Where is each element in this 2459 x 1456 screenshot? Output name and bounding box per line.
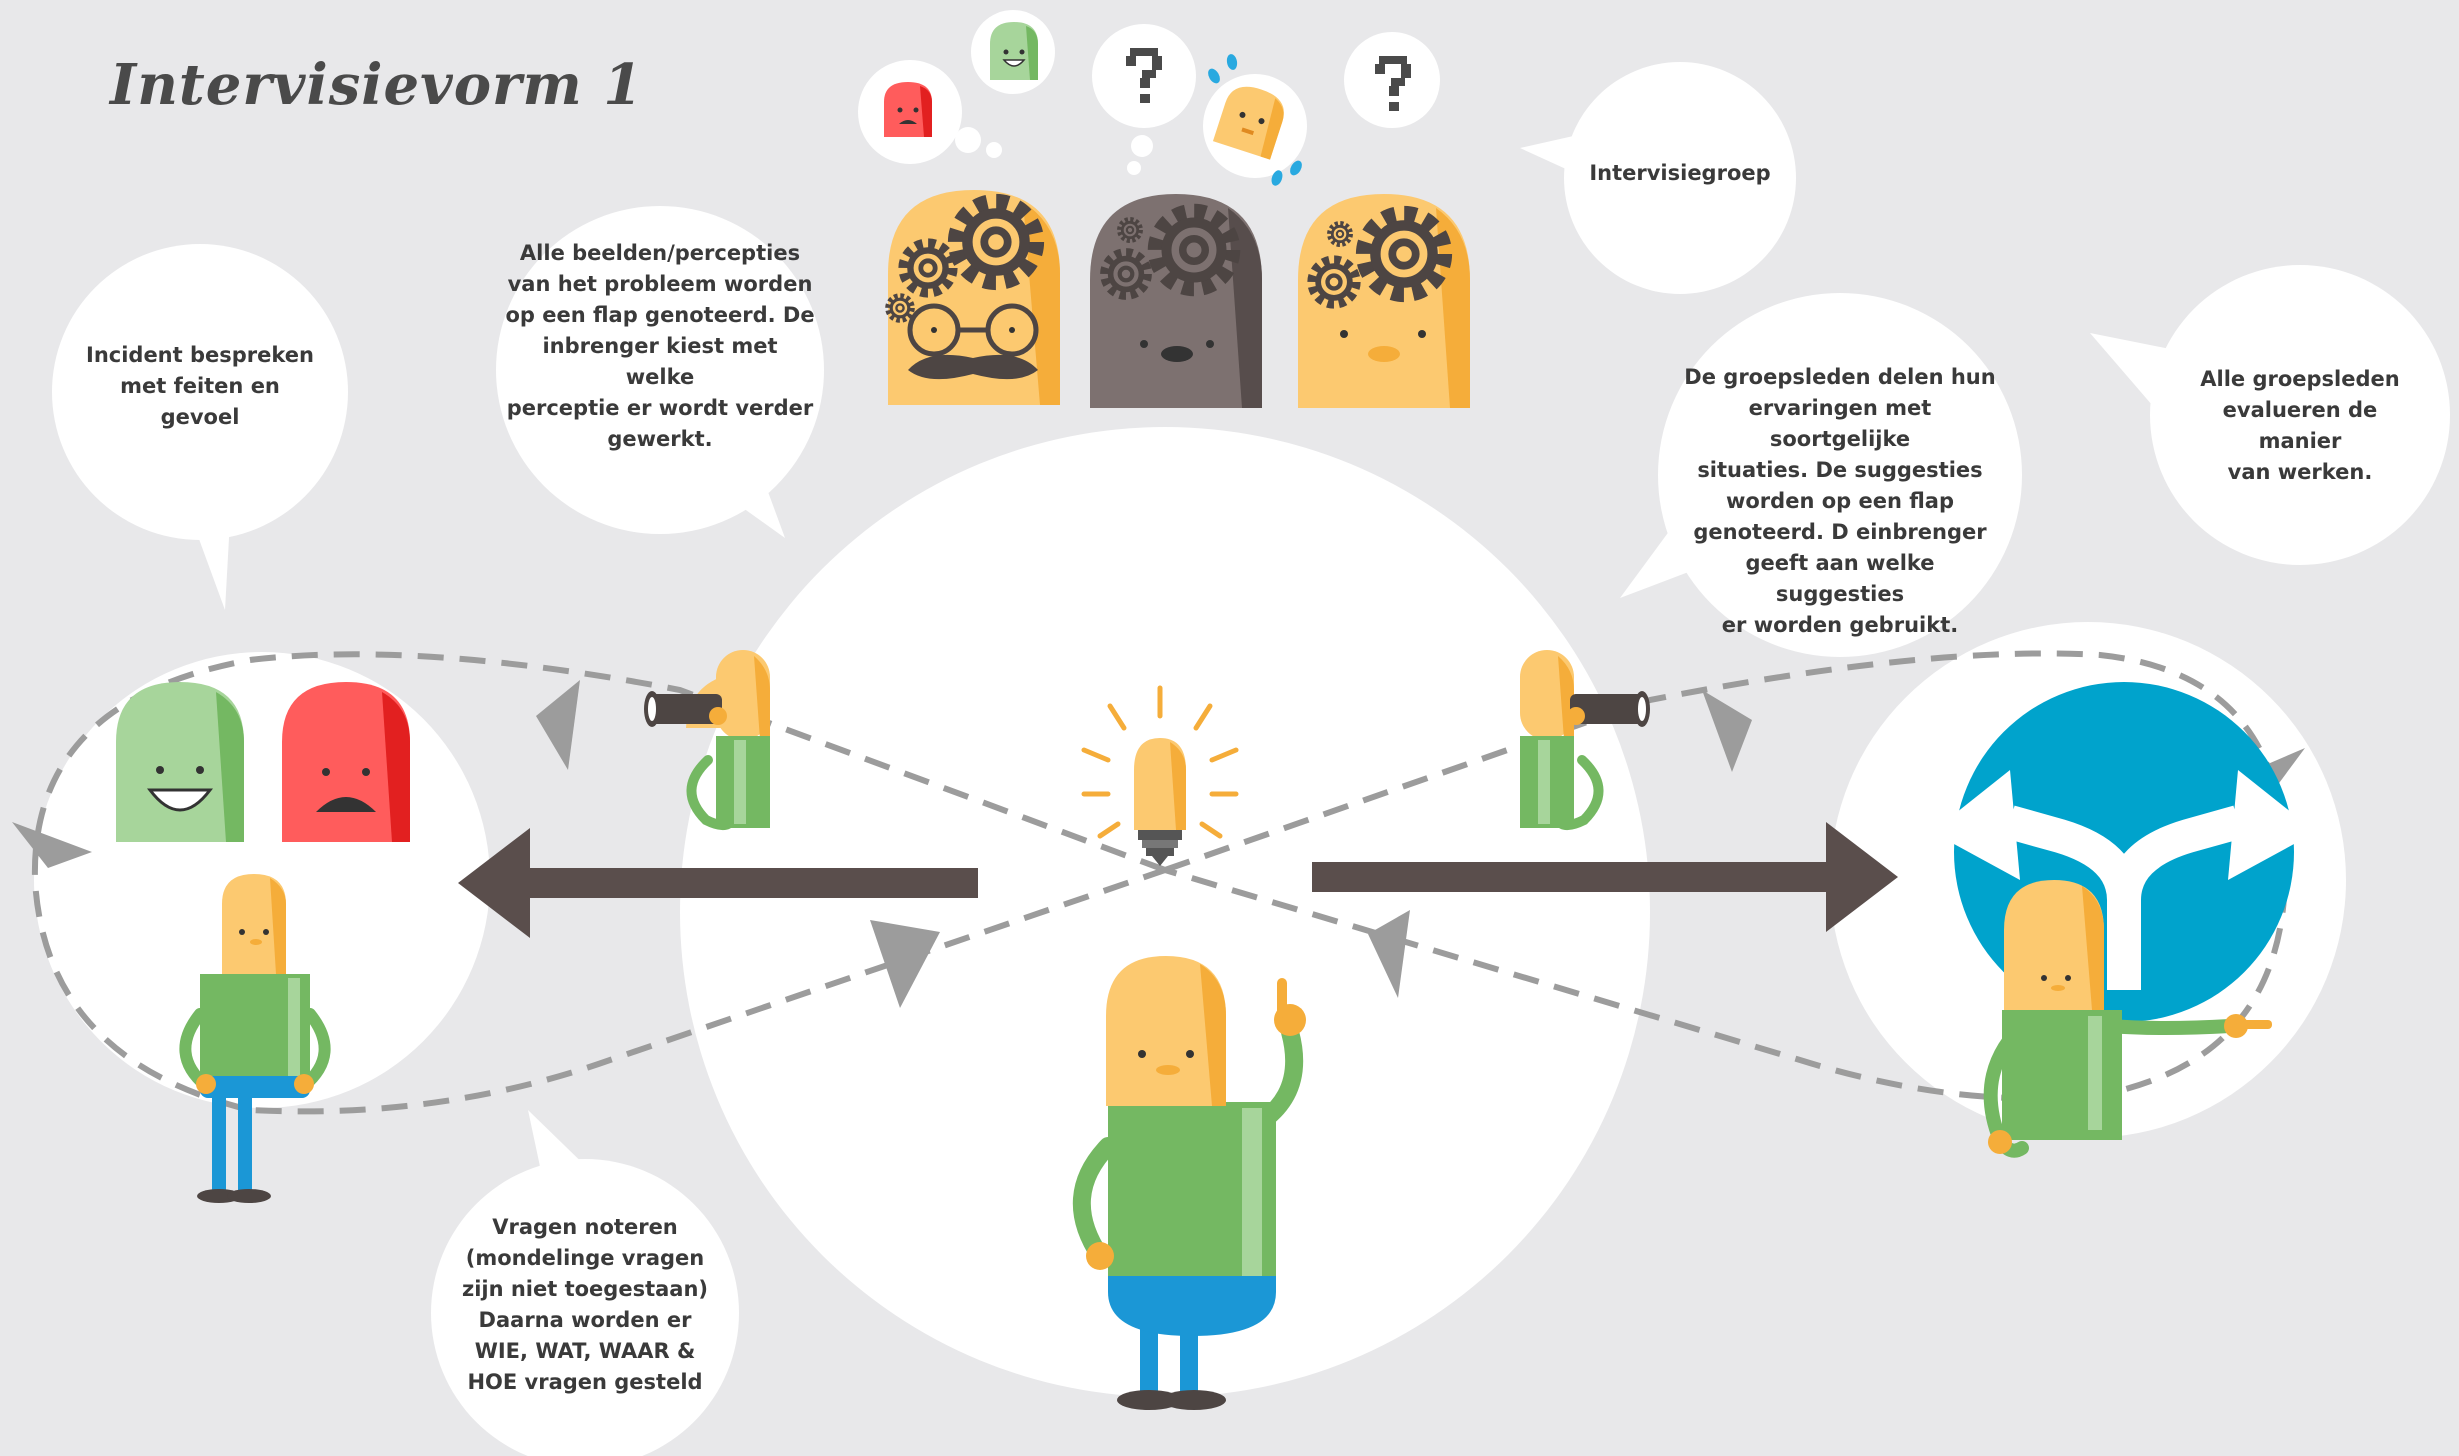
bubble-intervisiegroep-text: Intervisiegroep [1589, 161, 1771, 185]
arrowhead-bottom-left [870, 920, 940, 1008]
arrowhead-top-left [536, 680, 580, 770]
bubble-evalueren-text: Alle groepsleden evalueren de manier van… [2200, 367, 2400, 484]
thought-green-face [990, 22, 1038, 80]
thought-red-face [884, 82, 932, 137]
thought-sweating-face [1212, 86, 1284, 160]
group-head-left [888, 190, 1060, 405]
person-right-pointing [1983, 880, 2272, 1158]
bubble-incident-text: Incident bespreken met feiten en gevoel [86, 343, 314, 429]
bubble-percepties-text: Alle beelden/percepties van het probleem… [505, 241, 815, 451]
group-head-right [1298, 194, 1470, 408]
bubble-intervisiegroep [1520, 62, 1796, 294]
binocular-observer-left [644, 650, 770, 830]
person-center [1072, 956, 1306, 1410]
bubble-evalueren [2090, 265, 2450, 565]
binoculars-icon [644, 691, 722, 727]
bubble-vragen-text: Vragen noteren (mondelinge vragen zijn n… [461, 1215, 709, 1394]
binoculars-icon [1570, 691, 1650, 727]
arrowhead-far-left [12, 822, 92, 868]
arrowhead-top-right [1702, 690, 1752, 772]
person-left-inbrenger [179, 874, 331, 1203]
red-sad-face [282, 682, 410, 842]
arrowhead-bottom-right [1368, 910, 1410, 998]
group-head-middle [1090, 194, 1262, 408]
question-mark-icon [1126, 48, 1162, 103]
page-title: Intervisievorm 1 [110, 52, 644, 118]
bubble-ervaringen [1620, 293, 2022, 657]
lightbulb-icon [1081, 685, 1239, 866]
binocular-observer-right [1520, 650, 1650, 830]
bubble-incident [52, 244, 348, 610]
bubble-percepties [496, 206, 824, 538]
question-mark-icon [1375, 56, 1411, 111]
bubble-vragen [431, 1110, 739, 1456]
sweat-drops [1208, 54, 1302, 186]
left-loop-outer [31, 651, 1167, 1115]
center-circle [680, 427, 1650, 1397]
green-happy-face [116, 682, 244, 842]
bubble-ervaringen-text: De groepsleden delen hun ervaringen met … [1684, 365, 1996, 637]
left-big-arrow [458, 828, 978, 938]
speech-bubbles [52, 62, 2450, 1456]
right-big-arrow [1312, 822, 1898, 932]
